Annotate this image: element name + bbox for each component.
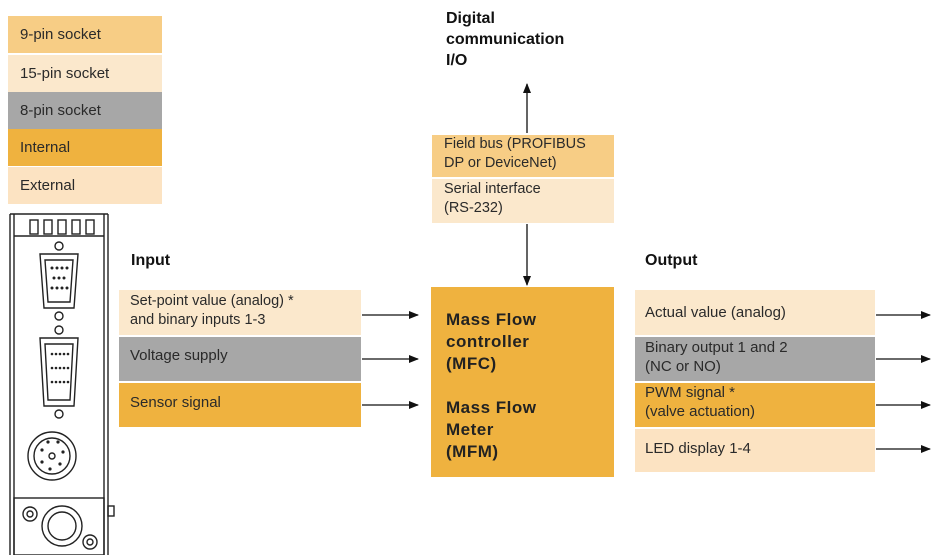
input-heading: Input	[131, 252, 171, 269]
legend-label: 9-pin socket	[20, 26, 101, 43]
mfc-line: (MFC)	[446, 354, 497, 373]
mfc-line: controller	[446, 332, 530, 351]
field-bus-line: DP or DeviceNet)	[444, 155, 557, 171]
binary-output-line: (NC or NO)	[645, 358, 721, 375]
legend-internal: Internal	[8, 129, 162, 166]
pwm-line: PWM signal *	[645, 384, 736, 401]
voltage-supply-box: Voltage supply	[119, 337, 361, 381]
field-bus-line: Field bus (PROFIBUS	[444, 136, 586, 152]
binary-output-line: Binary output 1 and 2	[645, 339, 788, 356]
legend-label: 15-pin socket	[20, 65, 110, 82]
set-point-box: Set-point value (analog) * and binary in…	[119, 290, 361, 335]
led-display-label: LED display 1-4	[645, 440, 751, 457]
serial-line: (RS-232)	[444, 200, 503, 216]
digital-line: communication	[446, 31, 565, 48]
mfm-line: (MFM)	[446, 442, 499, 461]
pwm-signal-box: PWM signal * (valve actuation)	[635, 383, 875, 427]
set-point-line: and binary inputs 1-3	[130, 312, 266, 328]
binary-output-box: Binary output 1 and 2 (NC or NO)	[635, 337, 875, 381]
mfm-line: Meter	[446, 420, 494, 439]
serial-line: Serial interface	[444, 181, 541, 197]
device-drawing	[9, 213, 115, 555]
output-heading: Output	[645, 252, 698, 269]
mfc-line: Mass Flow	[446, 310, 537, 329]
digital-line: Digital	[446, 10, 495, 27]
digital-communication-label: Digital communication I/O	[446, 8, 564, 71]
sensor-signal-box: Sensor signal	[119, 383, 361, 427]
mass-flow-core-box: Mass Flow controller (MFC) Mass Flow Met…	[431, 287, 614, 477]
led-display-box: LED display 1-4	[635, 429, 875, 472]
legend-9-pin-socket: 9-pin socket	[8, 16, 162, 53]
legend-8-pin-socket: 8-pin socket	[8, 92, 162, 129]
mfm-line: Mass Flow	[446, 398, 537, 417]
pwm-line: (valve actuation)	[645, 403, 756, 420]
field-bus-box: Field bus (PROFIBUS DP or DeviceNet)	[432, 135, 614, 177]
voltage-supply-label: Voltage supply	[130, 347, 228, 364]
actual-value-label: Actual value (analog)	[645, 304, 786, 321]
serial-interface-box: Serial interface (RS-232)	[432, 179, 614, 223]
actual-value-box: Actual value (analog)	[635, 290, 875, 335]
sensor-signal-label: Sensor signal	[130, 394, 221, 411]
digital-line: I/O	[446, 52, 468, 69]
legend-label: Internal	[20, 139, 71, 156]
legend-external: External	[8, 167, 162, 204]
legend-label: 8-pin socket	[20, 102, 101, 119]
legend-15-pin-socket: 15-pin socket	[8, 55, 162, 92]
legend-label: External	[20, 177, 76, 194]
set-point-line: Set-point value (analog) *	[130, 293, 294, 309]
